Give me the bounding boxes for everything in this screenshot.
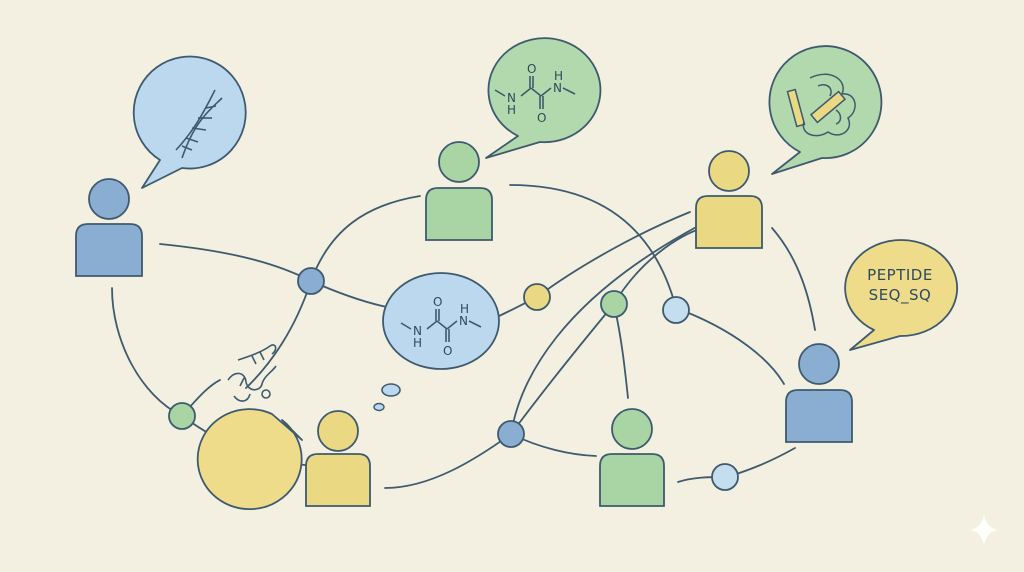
network-node-green bbox=[168, 402, 196, 430]
thought-bubble-molecule: N H O O N H bbox=[373, 272, 500, 412]
folded-strand-icon bbox=[227, 344, 277, 402]
connection-line bbox=[245, 280, 312, 389]
svg-text:O: O bbox=[527, 62, 536, 76]
connection-line bbox=[613, 303, 629, 399]
connection-line bbox=[536, 211, 691, 298]
svg-text:H: H bbox=[554, 69, 563, 83]
person-icon bbox=[305, 410, 371, 507]
protein-icon bbox=[786, 73, 856, 137]
sparkle-icon bbox=[970, 514, 998, 546]
peptide-label: PEPTIDE bbox=[867, 266, 933, 284]
connection-line bbox=[510, 303, 615, 435]
person-icon bbox=[785, 343, 853, 443]
network-node-blue bbox=[497, 420, 525, 448]
speech-bubble-folded-strand bbox=[196, 344, 303, 510]
connection-nodes bbox=[168, 267, 739, 491]
connection-line bbox=[384, 433, 512, 489]
svg-text:N: N bbox=[553, 81, 562, 95]
svg-text:O: O bbox=[443, 344, 452, 358]
connection-line bbox=[111, 287, 183, 417]
dna-helix-icon bbox=[175, 89, 223, 159]
svg-text:O: O bbox=[433, 295, 442, 309]
molecule-icon: N H O O N H bbox=[400, 295, 482, 358]
svg-text:H: H bbox=[413, 336, 422, 350]
speech-bubble-dna bbox=[132, 55, 247, 189]
connection-line bbox=[771, 227, 816, 331]
svg-text:H: H bbox=[460, 302, 469, 316]
peptide-sequence: SEQ_SQ bbox=[869, 286, 932, 305]
connection-line bbox=[510, 224, 701, 435]
person-icon bbox=[695, 150, 763, 249]
person-icon bbox=[425, 141, 493, 241]
connection-line bbox=[509, 184, 677, 309]
svg-text:O: O bbox=[537, 111, 546, 125]
speech-bubble-molecule-top: N H O O N H bbox=[485, 37, 602, 159]
svg-text:N: N bbox=[507, 91, 516, 105]
network-node-light-blue bbox=[662, 296, 690, 324]
connection-line bbox=[675, 307, 785, 385]
svg-text:H: H bbox=[507, 103, 516, 117]
network-node-yellow bbox=[523, 283, 551, 311]
speech-bubble-protein bbox=[768, 45, 883, 175]
network-node-light-blue bbox=[711, 463, 739, 491]
svg-text:N: N bbox=[459, 314, 468, 328]
network-node-blue bbox=[297, 267, 325, 295]
connection-line bbox=[159, 243, 312, 282]
svg-text:N: N bbox=[413, 324, 422, 338]
connection-line bbox=[613, 228, 701, 305]
connection-line bbox=[310, 195, 421, 282]
network-node-green bbox=[600, 290, 628, 318]
person-icon bbox=[599, 408, 665, 507]
speech-bubble-peptide: PEPTIDE SEQ_SQ bbox=[844, 239, 958, 351]
person-icon bbox=[75, 178, 143, 277]
molecule-icon: N H O O N H bbox=[494, 62, 576, 125]
